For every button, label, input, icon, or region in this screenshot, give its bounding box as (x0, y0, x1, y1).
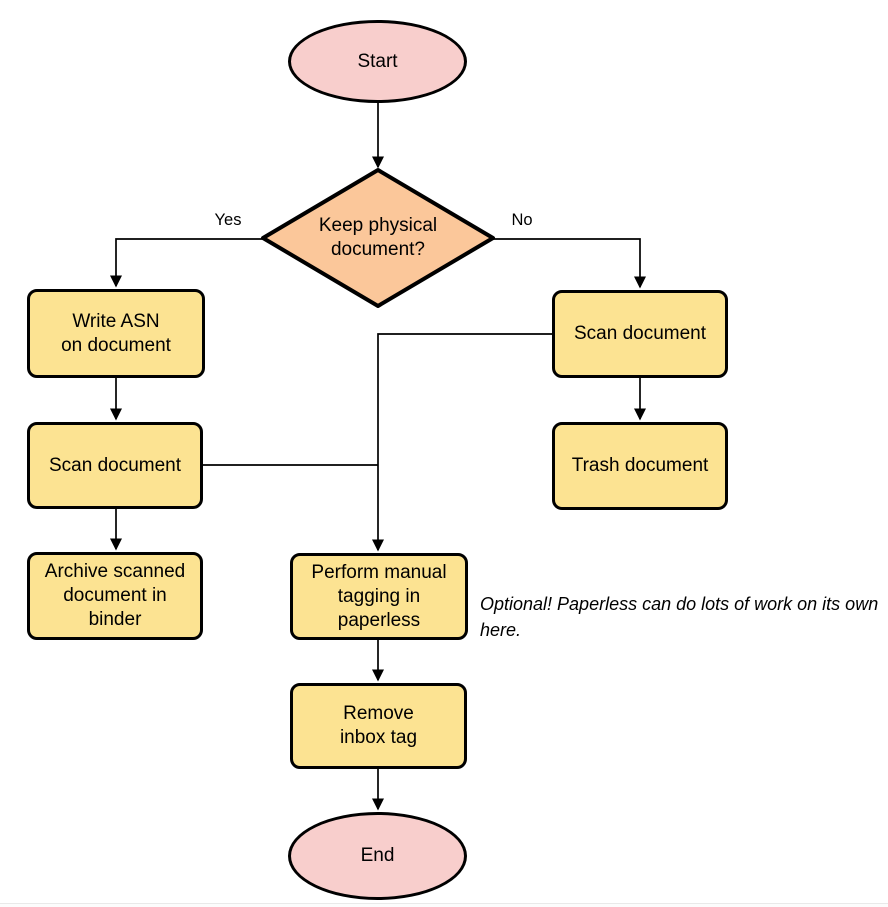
node-write-asn-on-document: Write ASN on document (27, 289, 205, 378)
node-trash-document: Trash document (552, 422, 728, 510)
edge-scan-right-to-tagging (372, 333, 552, 552)
edge-decision-to-scan-right (493, 238, 646, 289)
node-scan-document-left: Scan document (27, 422, 203, 509)
node-archive-scanned-document: Archive scanned document in binder (27, 552, 203, 640)
node-start: Start (288, 20, 467, 103)
node-perform-manual-tagging: Perform manual tagging in paperless (290, 553, 468, 640)
node-remove-inbox-tag: Remove inbox tag (290, 683, 467, 769)
node-scan-document-right: Scan document (552, 290, 728, 378)
annotation-optional-note: Optional! Paperless can do lots of work … (480, 594, 879, 640)
node-end: End (288, 812, 467, 900)
page-bottom-divider (0, 903, 888, 907)
edge-label-no: No (511, 211, 533, 229)
edge-decision-to-write-asn (110, 238, 263, 288)
node-decision-label: Keep physical document? (318, 215, 438, 260)
decision-diamond-shape (261, 168, 495, 308)
edge-label-yes: Yes (214, 211, 242, 229)
